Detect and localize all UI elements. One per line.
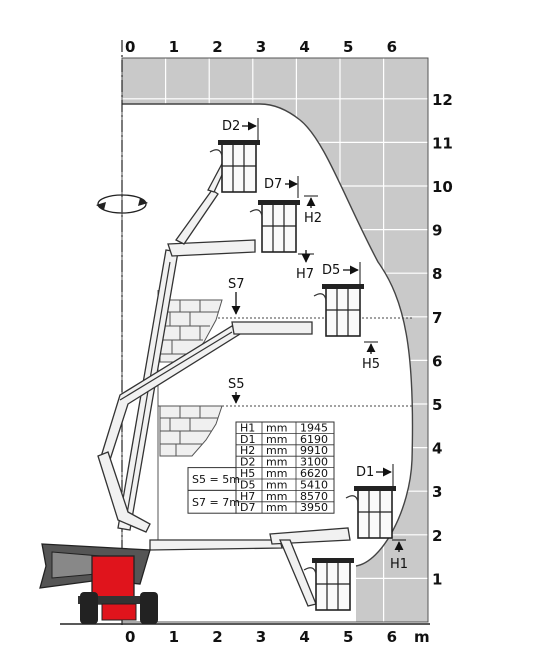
spec-row-unit: mm	[266, 433, 287, 446]
spec-row-name: H2	[240, 444, 255, 457]
spec-group-label: S5 = 5m	[192, 473, 240, 486]
platform-basket-icon	[209, 140, 260, 193]
wheel	[80, 592, 98, 624]
y-tick-right: 4	[432, 440, 442, 458]
x-tick-bottom: 0	[125, 628, 135, 646]
dimension-h2: H2	[304, 195, 322, 226]
platform-basket-icon	[249, 200, 300, 253]
y-tick-right: 7	[432, 309, 442, 327]
x-tick-top: 0	[125, 38, 135, 56]
y-tick-right: 8	[432, 265, 442, 283]
spec-group-label: S7 = 7m	[192, 496, 240, 509]
label-d1: D1	[356, 465, 374, 480]
label-h5: H5	[362, 357, 380, 372]
spec-row-unit: mm	[266, 490, 287, 503]
spec-row-unit: mm	[266, 456, 287, 469]
y-tick-right: 5	[432, 396, 442, 414]
spec-row-unit: mm	[266, 501, 287, 514]
spec-row-name: D7	[240, 501, 255, 514]
offset-s5: S5	[228, 377, 245, 404]
spec-row-value: 3100	[300, 456, 328, 469]
label-h7: H7	[296, 267, 314, 282]
x-tick-bottom: 5	[343, 628, 353, 646]
x-axis-unit: m	[414, 628, 430, 646]
wheel	[140, 592, 158, 624]
label-h1: H1	[390, 557, 408, 572]
x-tick-bottom: 1	[169, 628, 179, 646]
dimension-d2: D2	[222, 118, 259, 140]
label-s5: S5	[228, 377, 245, 392]
x-tick-top: 1	[169, 38, 179, 56]
boom-middle-configuration	[97, 321, 313, 533]
label-d7: D7	[264, 177, 282, 192]
spec-row-value: 8570	[300, 490, 328, 503]
y-tick-right: 1	[432, 570, 442, 588]
brick-wall-icon	[159, 405, 223, 457]
x-tick-bottom: 4	[299, 628, 309, 646]
x-tick-top: 5	[343, 38, 353, 56]
platform-basket-icon	[313, 284, 364, 337]
spec-row-value: 6190	[300, 433, 328, 446]
dimension-h5: H5	[362, 341, 380, 372]
x-tick-top: 3	[256, 38, 266, 56]
dimension-h1: H1	[390, 539, 408, 572]
machine-base	[39, 543, 158, 624]
x-tick-top: 2	[212, 38, 222, 56]
spec-row-name: D2	[240, 456, 255, 469]
dimension-h7: H7	[296, 250, 314, 282]
spec-row-name: H1	[240, 421, 255, 434]
spec-row-value: 1945	[300, 421, 328, 434]
reach-envelope	[122, 103, 414, 567]
x-tick-top: 6	[387, 38, 397, 56]
offset-s7: S7	[228, 277, 245, 315]
spec-row-unit: mm	[266, 421, 287, 434]
x-tick-top: 4	[299, 38, 309, 56]
spec-row-unit: mm	[266, 444, 287, 457]
dimension-d7: D7	[264, 176, 299, 198]
spec-row-value: 5410	[300, 478, 328, 491]
spec-row-name: D5	[240, 478, 255, 491]
x-tick-bottom: 6	[387, 628, 397, 646]
spec-row-value: 6620	[300, 467, 328, 480]
spec-row-unit: mm	[266, 478, 287, 491]
x-axis-top: 0 1 2 3 4 5 6	[125, 38, 397, 56]
label-s7: S7	[228, 277, 245, 292]
dimension-d1: D1	[356, 464, 394, 486]
y-tick-right: 3	[432, 483, 442, 501]
spec-group-box	[187, 489, 237, 514]
label-d2: D2	[222, 119, 240, 134]
x-tick-bottom: 2	[212, 628, 222, 646]
platform-basket-icon	[303, 558, 354, 611]
y-tick-right: 9	[432, 222, 442, 240]
platform-basket-icon	[345, 486, 396, 539]
rotation-arrow-icon	[96, 194, 148, 214]
spec-row-value: 9910	[300, 444, 328, 457]
y-tick-right: 10	[432, 178, 453, 196]
label-h2: H2	[304, 211, 322, 226]
spec-row-name: H7	[240, 490, 255, 503]
spec-row-name: H5	[240, 467, 255, 480]
boom-low-configuration	[149, 527, 351, 607]
x-tick-bottom: 3	[256, 628, 266, 646]
spec-row-name: D1	[240, 433, 255, 446]
y-tick-right: 6	[432, 352, 442, 370]
y-tick-right: 12	[432, 91, 453, 109]
dimension-d5: D5	[322, 262, 361, 284]
spec-row-unit: mm	[266, 467, 287, 480]
brick-wall-icon	[159, 299, 223, 363]
y-tick-right: 11	[432, 134, 453, 152]
y-tick-right: 2	[432, 527, 442, 545]
label-d5: D5	[322, 263, 340, 278]
spec-row-value: 3950	[300, 501, 328, 514]
